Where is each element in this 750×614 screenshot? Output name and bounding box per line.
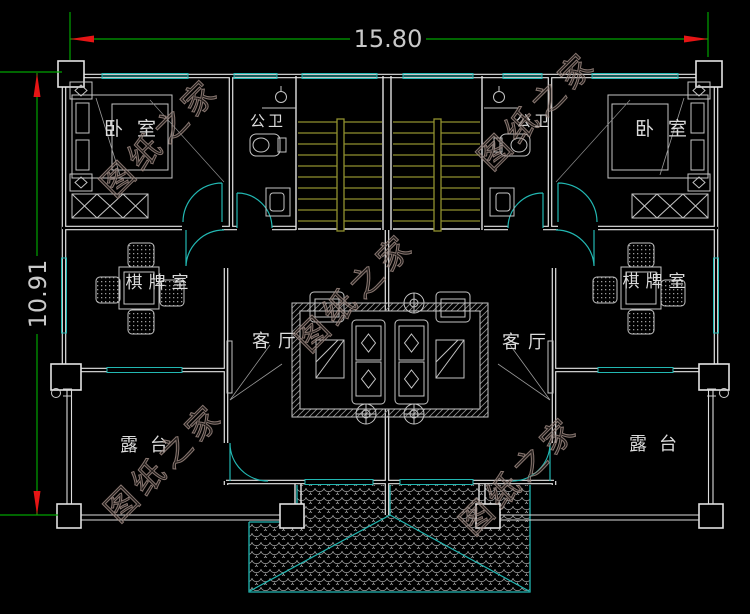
door-bedroom-left xyxy=(182,182,223,223)
terrace-railings xyxy=(66,390,714,521)
label-bedroom-right: 卧室 xyxy=(635,118,701,140)
terrace-columns xyxy=(56,503,724,529)
window-living-left xyxy=(304,479,374,485)
dimension-top: 15.80 xyxy=(69,12,709,60)
dim-arrow-up xyxy=(33,73,41,97)
armchair-left xyxy=(309,291,345,323)
dim-width-text: 15.80 xyxy=(354,25,423,53)
wardrobe-left xyxy=(71,193,149,219)
door-chess-left xyxy=(185,229,225,267)
door-terrace-left xyxy=(229,442,269,482)
sliding-panel-left xyxy=(226,340,233,394)
bed-left xyxy=(69,81,225,192)
coffee-table-right xyxy=(435,339,465,379)
label-living-right: 客厅 xyxy=(502,332,554,353)
door-bedroom-right xyxy=(557,182,598,223)
chess-table-left xyxy=(95,242,185,335)
label-living-left: 客厅 xyxy=(252,331,304,352)
door-bath-right xyxy=(507,192,544,229)
chess-table-right xyxy=(592,242,686,335)
window-left-wall xyxy=(61,257,67,334)
door-bath-left xyxy=(236,192,273,229)
window-top-wall xyxy=(101,73,679,79)
stair-handrail-left xyxy=(336,118,345,232)
corner-posts xyxy=(50,60,730,391)
door-terrace-right xyxy=(511,442,551,482)
label-terrace-right: 露台 xyxy=(629,434,689,455)
label-bath-right: 公卫 xyxy=(516,112,552,130)
stair-handrail-right xyxy=(433,118,442,232)
label-terrace-left: 露台 xyxy=(120,435,180,456)
windows xyxy=(61,73,719,485)
room-labels: 卧室 卧室 公卫 公卫 棋牌室 棋牌室 客厅 客厅 露台 露台 xyxy=(104,112,701,456)
label-chess-right: 棋牌室 xyxy=(623,272,692,292)
window-living-right xyxy=(399,479,474,485)
doors xyxy=(182,182,598,482)
sliding-panel-right xyxy=(547,340,554,394)
window-right-wall xyxy=(713,257,719,334)
downspout-symbols xyxy=(51,388,729,398)
staircase-left xyxy=(298,118,382,232)
wardrobe-right xyxy=(631,193,709,219)
dim-arrow-down xyxy=(33,491,41,515)
window-chess-right xyxy=(597,367,674,373)
bath-fixtures-right xyxy=(484,86,531,217)
living-room-set xyxy=(226,291,554,425)
dim-arrow-left xyxy=(70,35,94,43)
label-chess-left: 棋牌室 xyxy=(126,273,195,293)
bed-right xyxy=(555,81,711,192)
coffee-table-left xyxy=(315,339,345,379)
armchair-right xyxy=(435,291,471,323)
plant-symbols xyxy=(355,292,425,425)
roof-hip-lines xyxy=(249,485,530,592)
label-bath-left: 公卫 xyxy=(250,112,286,130)
dim-height-text: 10.91 xyxy=(24,260,52,329)
window-chess-left xyxy=(106,367,183,373)
dimension-left: 10.91 xyxy=(0,71,62,516)
dim-arrow-right xyxy=(684,35,708,43)
staircase-right xyxy=(393,118,480,232)
label-bedroom-left: 卧室 xyxy=(104,118,170,140)
door-chess-right xyxy=(555,229,595,267)
bath-fixtures-left xyxy=(249,86,296,217)
